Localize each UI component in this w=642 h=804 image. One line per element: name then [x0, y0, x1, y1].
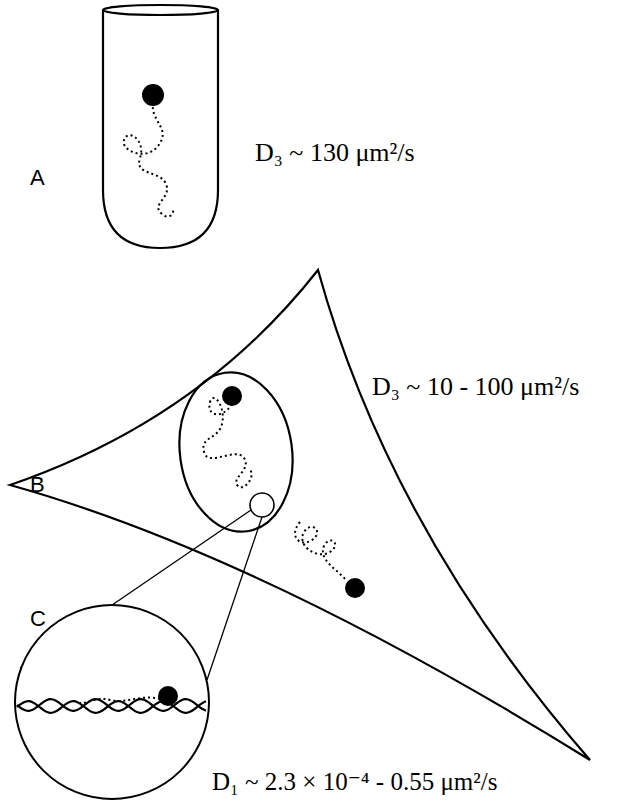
diffusion-coefficient: D₃ ~ 130 μm²/s [255, 138, 415, 168]
panel-letter: B [30, 472, 45, 497]
sliding-path [80, 698, 160, 704]
tube-rim [103, 5, 218, 15]
diffusion-coefficient: D₁ ~ 2.3 × 10⁻⁴ - 0.55 μm²/s [212, 768, 497, 797]
tube-group [103, 5, 218, 248]
zoom-line [207, 517, 262, 680]
dna-strand [17, 701, 206, 713]
protein-dot [142, 84, 164, 106]
nucleus [169, 365, 302, 539]
panel-letter: C [30, 606, 46, 631]
nuclear-protein-dot [222, 386, 242, 406]
panel-letter: A [30, 165, 45, 190]
diffusion-coefficient: D₃ ~ 10 - 100 μm²/s [372, 372, 579, 402]
zoom-circle [15, 605, 209, 799]
zoom-region [250, 493, 274, 517]
dna-bound-protein [158, 686, 178, 706]
cytoplasm-protein-dot [345, 578, 365, 598]
cytoplasm-diffusion-path [295, 522, 346, 580]
diffusion-path [124, 102, 173, 216]
nuclear-diffusion-path [203, 398, 251, 487]
dna-strands [17, 699, 206, 713]
test-tube [103, 10, 218, 248]
